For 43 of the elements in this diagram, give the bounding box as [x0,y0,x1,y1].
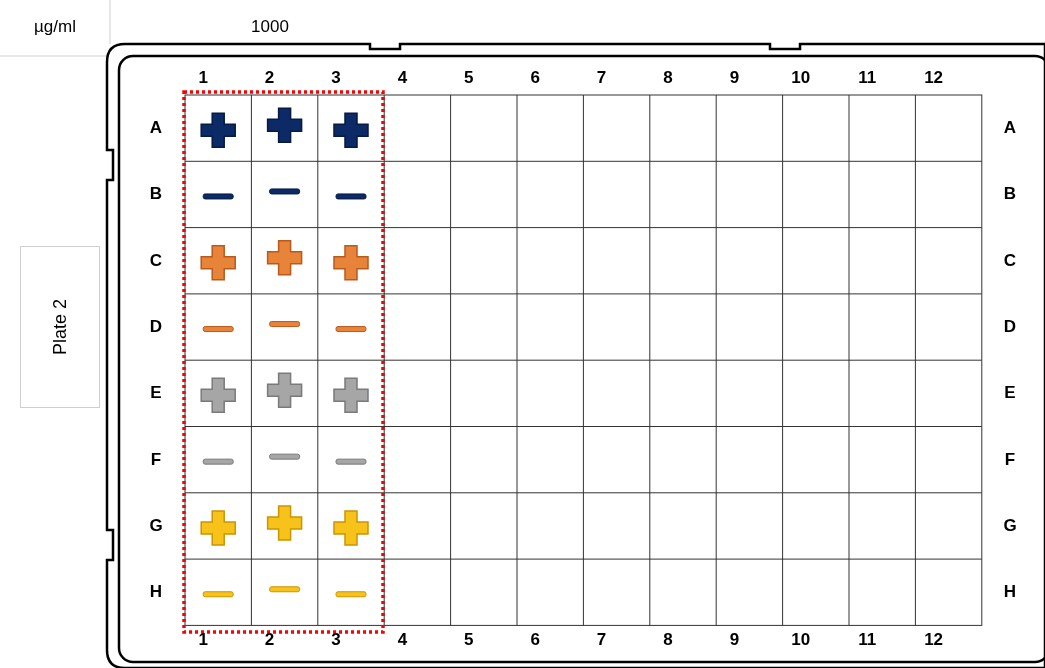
column-number: 5 [464,68,474,88]
column-number: 10 [791,68,811,88]
row-letter: G [1003,515,1017,536]
column-number: 5 [464,630,474,650]
row-letter: B [149,184,163,205]
row-letter: G [149,515,163,536]
row-letter: F [1004,449,1016,470]
column-number: 11 [858,68,877,88]
row-letter: D [149,317,163,338]
column-number: 6 [530,68,540,88]
row-letter: H [1003,582,1017,603]
row-letter: E [150,383,162,404]
column-number: 7 [596,68,607,88]
column-number: 9 [729,68,740,88]
column-number: 4 [397,630,408,650]
column-number: 2 [264,630,275,650]
row-letter: F [150,449,162,470]
concentration-value: 1000 [251,17,289,37]
column-number: 7 [596,630,607,650]
column-number: 12 [924,68,944,88]
row-letter: A [149,118,163,139]
row-letter: C [149,250,163,271]
unit-label: µg/ml [34,17,76,37]
column-number: 4 [397,68,408,88]
column-number: 2 [264,68,275,88]
column-number: 8 [663,68,673,88]
row-letter: C [1003,250,1017,271]
column-number: 6 [530,630,540,650]
column-number: 3 [331,68,341,88]
column-number: 9 [729,630,740,650]
row-letter: B [1003,184,1017,205]
column-number: 11 [858,630,877,650]
row-letter: E [1004,383,1016,404]
row-letter: H [149,582,163,603]
column-number: 10 [791,630,811,650]
column-number: 12 [924,630,944,650]
plate-label: Plate 2 [20,246,100,408]
row-letter: D [1003,317,1017,338]
column-number: 3 [331,630,341,650]
column-number: 1 [198,68,208,88]
column-number: 1 [198,630,208,650]
row-letter: A [1003,118,1017,139]
column-number: 8 [663,630,673,650]
